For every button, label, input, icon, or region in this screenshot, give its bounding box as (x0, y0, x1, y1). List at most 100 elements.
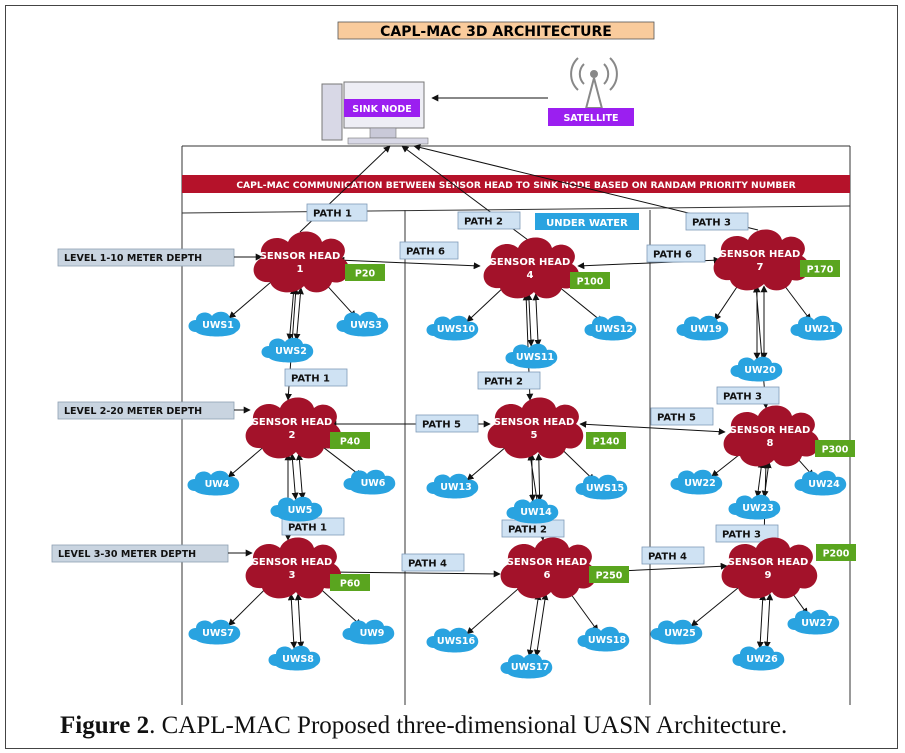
sensor-label: UW26 (746, 654, 778, 665)
sensor-label: UW25 (664, 628, 695, 639)
sensor-node: UWS18 (577, 626, 630, 652)
sensor-label: UW9 (360, 628, 385, 639)
architecture-diagram: CAPL-MAC 3D ARCHITECTURE SINK NODE SAT (51, 21, 856, 705)
head-title: SENSOR HEAD (490, 257, 571, 268)
sensor-node: UWS1 (188, 311, 241, 337)
sensor-label: UW6 (361, 478, 386, 489)
caption-label: Figure 2 (60, 712, 150, 739)
level-label-2: LEVEL 2-20 METER DEPTH (57, 401, 251, 420)
sensor-link (286, 287, 297, 341)
sensor-node: UWS8 (268, 645, 321, 671)
path-label: PATH 3 (716, 386, 780, 405)
priority-badge: P20 (345, 264, 385, 281)
sensor-link (466, 583, 524, 635)
path-label: PATH 2 (501, 519, 565, 538)
sensor-link (314, 583, 362, 627)
path-text: PATH 1 (291, 374, 330, 385)
path-label: PATH 2 (477, 371, 541, 390)
sink-node-label: SINK NODE (344, 99, 420, 117)
priority-text: P20 (355, 269, 376, 280)
head-title: SENSOR HEAD (730, 425, 811, 436)
path-text: PATH 3 (722, 530, 761, 541)
path-text: PATH 3 (692, 218, 731, 229)
path-label: PATH 1 (306, 203, 368, 222)
sensor-node: UW19 (676, 315, 729, 341)
under-water-label: UNDER WATER (535, 213, 639, 230)
head-number: 1 (297, 264, 304, 275)
sensor-label: UWS12 (595, 324, 633, 335)
sensor-label: UW4 (205, 479, 230, 490)
priority-badge: P200 (816, 544, 856, 561)
priority-badge: P300 (815, 440, 855, 457)
sensor-node: UW27 (787, 609, 840, 635)
svg-text:UNDER WATER: UNDER WATER (546, 218, 628, 229)
sensor-label: UW23 (742, 503, 773, 514)
sensor-label: UWS3 (350, 320, 382, 331)
head-title: SENSOR HEAD (260, 251, 341, 262)
path-label: PATH 6 (399, 241, 459, 260)
sensor-label: UW19 (690, 324, 721, 335)
priority-badge: P250 (589, 566, 629, 583)
sensor-node: UWS11 (505, 343, 558, 369)
satellite-label: SATELLITE (548, 108, 634, 126)
title-box: CAPL-MAC 3D ARCHITECTURE (337, 21, 655, 40)
path-text: PATH 3 (723, 392, 762, 403)
sensor-node: UW26 (732, 645, 785, 671)
sensor-link (535, 453, 544, 502)
communication-banner: CAPL-MAC COMMUNICATION BETWEEN SENSOR HE… (182, 175, 850, 193)
priority-text: P300 (822, 445, 849, 456)
sensor-link (295, 453, 306, 500)
head-number: 3 (289, 570, 296, 581)
path-text: PATH 5 (657, 413, 696, 424)
sensor-link (293, 287, 304, 341)
level-text: LEVEL 2-20 METER DEPTH (64, 406, 202, 417)
head-title: SENSOR HEAD (728, 557, 809, 568)
sensor-head-6: SENSOR HEAD 6 P250 (500, 537, 629, 599)
svg-text:CAPL-MAC COMMUNICATION BETWEEN: CAPL-MAC COMMUNICATION BETWEEN SENSOR HE… (236, 180, 795, 191)
path-label: PATH 6 (646, 244, 706, 263)
priority-badge: P40 (330, 432, 370, 449)
path-label: PATH 5 (415, 414, 479, 433)
sensor-node: UW21 (790, 315, 843, 341)
priority-text: P250 (596, 571, 623, 582)
head-title: SENSOR HEAD (507, 557, 588, 568)
path-label: PATH 5 (650, 407, 714, 426)
head-number: 8 (767, 438, 774, 449)
sensor-node: UWS2 (261, 337, 314, 363)
priority-badge: P60 (330, 574, 370, 591)
sensor-link (316, 441, 362, 477)
sensor-label: UWS10 (437, 324, 476, 335)
sensor-label: UWS8 (282, 654, 314, 665)
head-number: 6 (544, 570, 551, 581)
priority-badge: P100 (570, 272, 610, 289)
sensor-label: UWS16 (437, 636, 476, 647)
sensor-label: UWS11 (516, 352, 554, 363)
head-number: 5 (531, 430, 538, 441)
path-text: PATH 4 (408, 559, 447, 570)
sensor-label: UWS2 (275, 346, 307, 357)
level-label-3: LEVEL 3-30 METER DEPTH (51, 544, 253, 563)
level-text: LEVEL 1-10 METER DEPTH (64, 253, 202, 264)
sensor-node: UWS7 (188, 619, 241, 645)
sensor-node: UW24 (794, 470, 847, 496)
path-text: PATH 6 (406, 247, 445, 258)
underwater-columns (181, 145, 851, 705)
path-text: PATH 4 (648, 552, 687, 563)
path-text: PATH 5 (422, 420, 461, 431)
priority-text: P40 (340, 437, 361, 448)
priority-text: P140 (593, 437, 620, 448)
sensor-label: UWS1 (202, 320, 234, 331)
path-label: PATH 2 (457, 211, 521, 230)
svg-text:SATELLITE: SATELLITE (563, 113, 618, 124)
sensor-link (763, 593, 774, 649)
sensor-label: UW13 (440, 482, 471, 493)
sensor-link (525, 293, 535, 347)
svg-text:SINK NODE: SINK NODE (352, 104, 411, 115)
